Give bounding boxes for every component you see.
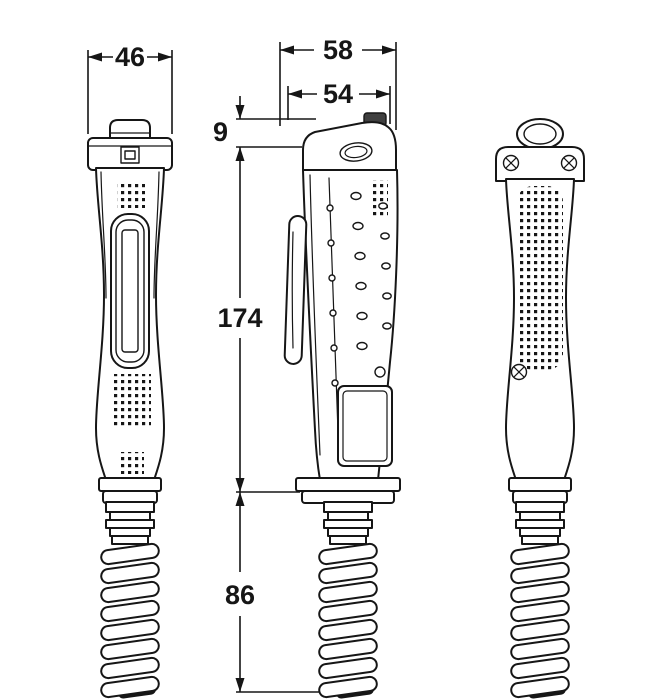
- side-lever: [283, 215, 308, 365]
- grip-dots-side: [372, 180, 388, 216]
- strain-relief: [515, 501, 565, 545]
- side-view: [283, 112, 401, 700]
- grip-dots-back: [517, 186, 563, 370]
- dimension-174-label: 174: [217, 303, 262, 333]
- back-view: [495, 118, 585, 700]
- dimension-58: 58: [279, 35, 397, 130]
- dimension-9-label: 9: [213, 117, 228, 147]
- dimension-58-label: 58: [323, 35, 353, 65]
- coiled-cable: [99, 542, 161, 700]
- base-flange: [98, 477, 162, 504]
- front-view: [87, 119, 173, 700]
- dimension-86: 86: [225, 492, 320, 693]
- strain-relief: [323, 501, 373, 545]
- screw-marker: [510, 363, 528, 381]
- coiled-cable: [317, 542, 379, 700]
- dimension-174: 174: [217, 146, 302, 493]
- dimension-86-label: 86: [225, 580, 255, 610]
- screw-marker: [502, 154, 520, 172]
- grip-dots-top: [117, 182, 145, 208]
- coiled-cable: [509, 542, 571, 700]
- strain-relief: [105, 501, 155, 545]
- grip-dots-lower: [111, 374, 151, 426]
- base-flange: [508, 477, 572, 504]
- top-button: [109, 119, 151, 141]
- dimension-54-label: 54: [323, 79, 353, 109]
- dimension-9: 9: [213, 96, 316, 147]
- dimension-54: 54: [287, 79, 391, 124]
- cap: [495, 146, 585, 182]
- dimension-46-label: 46: [115, 42, 145, 72]
- cover-plate: [337, 385, 393, 467]
- grip-dots-bottom: [118, 452, 144, 474]
- base-flange: [295, 477, 401, 492]
- dimension-46: 46: [87, 42, 173, 134]
- vent-holes: [350, 191, 392, 351]
- screw-marker: [560, 154, 578, 172]
